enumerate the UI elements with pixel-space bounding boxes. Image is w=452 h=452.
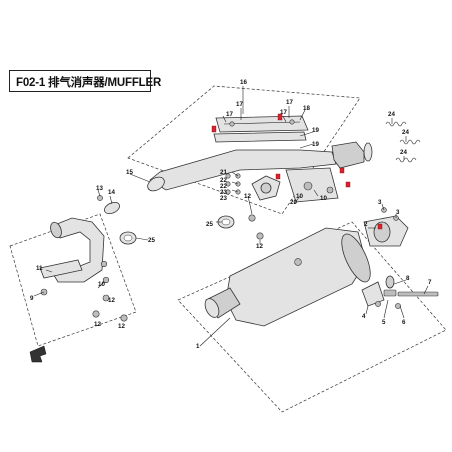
callout: 9 [30, 295, 34, 302]
callout: 20 [290, 199, 297, 206]
callout: 12 [244, 193, 251, 200]
header-pipe [147, 141, 373, 192]
callout: 3 [378, 199, 382, 206]
sealant-mark [377, 223, 383, 230]
callout: 24 [402, 129, 409, 136]
callout: 4 [362, 313, 366, 320]
heat-shield [215, 115, 309, 133]
muffler [204, 227, 371, 327]
end-cap [363, 207, 409, 247]
nut [100, 260, 108, 268]
callout: 1 [196, 343, 200, 350]
sealant-mark [275, 173, 281, 180]
callout: 2 [364, 221, 368, 228]
callout: 12 [108, 297, 115, 304]
callout: 11 [36, 265, 43, 272]
clamp-bolt [97, 195, 103, 201]
callout: 3 [396, 209, 400, 216]
callout: 15 [126, 169, 133, 176]
nut [102, 294, 110, 302]
nut [92, 310, 100, 318]
rear-mount [361, 275, 439, 309]
callout: 8 [406, 275, 410, 282]
callout: 10 [320, 195, 327, 202]
callout: 22 [220, 177, 227, 184]
nut [256, 232, 264, 240]
callout: 17 [226, 111, 233, 118]
callout: 23 [220, 195, 227, 202]
callout: 12 [256, 243, 263, 250]
leader-lines [33, 86, 429, 347]
callout: 10 [98, 281, 105, 288]
title-frame: F02-1 排气消声器/MUFFLER [9, 70, 161, 92]
callout: 22 [220, 183, 227, 190]
callout: 24 [388, 111, 395, 118]
callout: 12 [94, 321, 101, 328]
sealant-mark [339, 167, 345, 174]
callout: 6 [402, 319, 406, 326]
callout: 17 [280, 109, 287, 116]
sealant-mark [277, 113, 283, 121]
pipe-clamp [104, 201, 120, 215]
callout: 25 [148, 237, 155, 244]
callout: 12 [118, 323, 125, 330]
spring [385, 121, 421, 163]
callout: 19 [312, 127, 319, 134]
stud-stack [225, 173, 241, 195]
pipe-flange [251, 175, 281, 201]
callout: 19 [312, 141, 319, 148]
mount-bracket [285, 167, 339, 203]
front-direction-arrow-icon [29, 345, 47, 363]
callout: 13 [96, 185, 103, 192]
callout: 17 [286, 99, 293, 106]
callout: 17 [236, 101, 243, 108]
page-title: F02-1 排气消声器/MUFFLER [16, 77, 162, 89]
callout: 7 [428, 279, 432, 286]
callout: 16 [240, 79, 247, 86]
callout: 21 [220, 169, 227, 176]
nut [248, 214, 256, 222]
sealant-mark [345, 181, 351, 188]
nut [102, 276, 110, 284]
sealant-mark [211, 125, 217, 133]
callout: 23 [220, 189, 227, 196]
front-pipe [39, 217, 105, 283]
callout: 25 [206, 221, 213, 228]
callout: 10 [296, 193, 303, 200]
heat-shield-gasket [213, 131, 307, 143]
callout: 5 [382, 319, 386, 326]
callout: 18 [303, 105, 310, 112]
callout: 24 [400, 149, 407, 156]
nut [120, 314, 128, 322]
callout: 14 [108, 189, 115, 196]
